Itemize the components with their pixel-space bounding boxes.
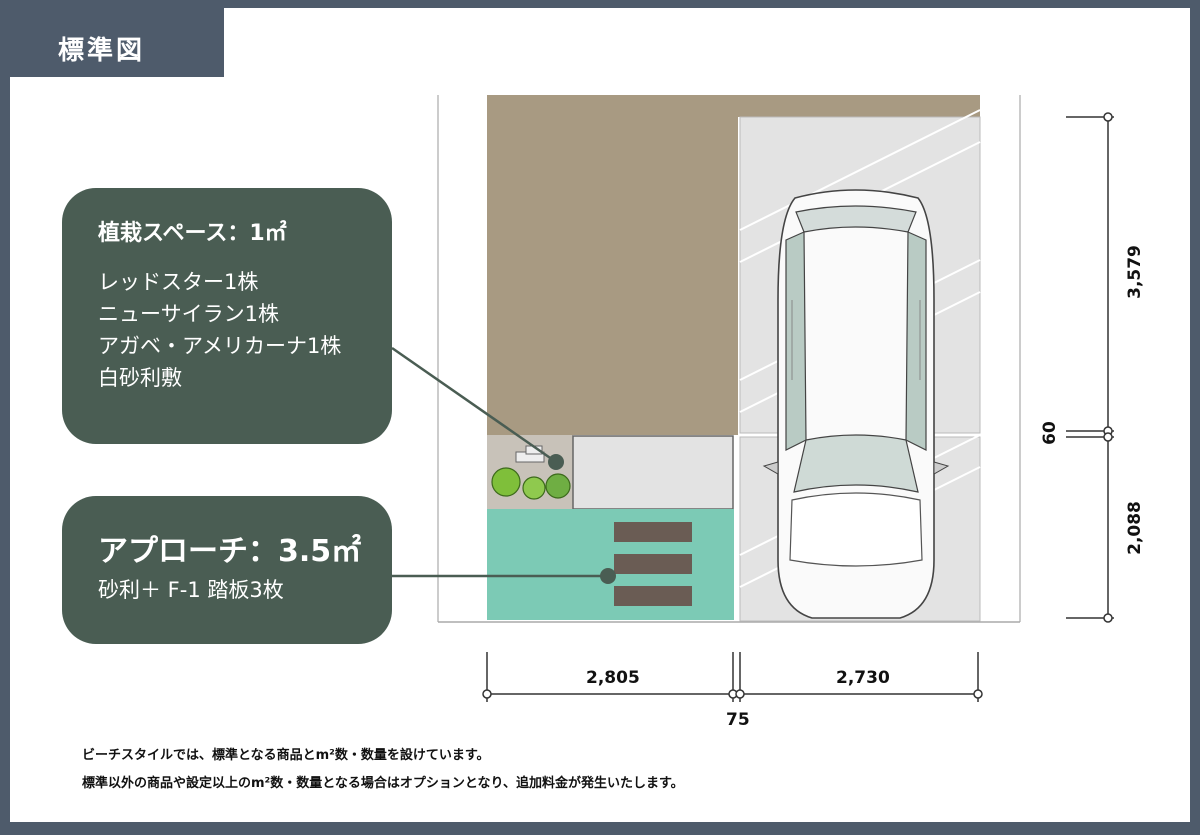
note-line-1: ビーチスタイルでは、標準となる商品とm²数・数量を設けています。 [82,748,490,763]
page-title: 標準図 [58,36,146,66]
dim-width-right: 2,730 [836,668,890,688]
approach-area [487,509,734,620]
plants-illustration [491,445,571,500]
leader-line-planting [391,346,557,464]
planting-item: アガベ・アメリカーナ1株 [98,334,342,358]
dim-height-top: 3,579 [1124,245,1145,299]
dim-width-gap: 75 [726,710,750,730]
dimension-lines-horizontal [482,652,983,702]
approach-heading: アプローチ：3.5㎡ [98,534,362,569]
planting-callout: 植栽スペース：1㎡ レッドスター1株 ニューサイラン1株 アガベ・アメリカーナ1… [62,188,392,444]
dimension-lines-vertical [1066,112,1114,623]
planting-item: 白砂利敷 [98,366,182,390]
step-stone-1 [614,522,692,542]
house-area [487,95,980,435]
concrete-slab [572,435,734,510]
note-line-2: 標準以外の商品や設定以上のm²数・数量となる場合はオプションとなり、追加料金が発… [82,776,684,791]
car-illustration [762,189,950,619]
title-tab: 標準図 [0,0,224,77]
dim-height-bottom: 2,088 [1124,501,1145,555]
dim-width-left: 2,805 [586,668,640,688]
planting-item: レッドスター1株 [98,270,259,294]
approach-detail: 砂利＋ F-1 踏板3枚 [98,578,284,602]
planting-list: レッドスター1株 ニューサイラン1株 アガベ・アメリカーナ1株 白砂利敷 [98,266,392,394]
dim-height-gap: 60 [1039,421,1060,445]
leader-dot-planting [548,454,564,470]
planting-heading: 植栽スペース：1㎡ [98,221,287,246]
step-stone-3 [614,586,692,606]
planting-item: ニューサイラン1株 [98,302,279,326]
leader-dot-approach [600,568,616,584]
approach-callout: アプローチ：3.5㎡ 砂利＋ F-1 踏板3枚 [62,496,392,644]
step-stone-2 [614,554,692,574]
